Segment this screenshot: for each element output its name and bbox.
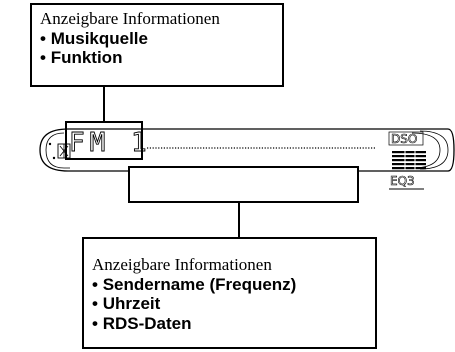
bottom-callout-item-station-name: Sendername (Frequenz)	[92, 275, 369, 295]
top-callout-item-music-source: Musikquelle	[40, 29, 276, 49]
bottom-info-callout: Anzeigbare Informationen Sendername (Fre…	[82, 237, 377, 349]
eq-label: EQ3	[390, 174, 415, 188]
level-meter	[392, 151, 426, 170]
display-inner-left	[45, 132, 70, 169]
text-area-highlight-box	[128, 166, 359, 203]
dso-label: DSO	[391, 132, 417, 146]
dso-indicator-box	[388, 131, 424, 146]
display-inner-right	[411, 132, 441, 169]
top-callout-item-function: Funktion	[40, 48, 276, 68]
indicator-dot	[52, 156, 56, 160]
source-text: FM 1	[69, 128, 152, 158]
indicator-dot	[48, 142, 52, 146]
top-callout-list: Musikquelle Funktion	[40, 29, 276, 68]
bottom-callout-list: Sendername (Frequenz) Uhrzeit RDS-Daten	[92, 275, 369, 334]
top-info-callout: Anzeigbare Informationen Musikquelle Fun…	[30, 3, 284, 87]
bottom-callout-heading: Anzeigbare Informationen	[92, 255, 272, 274]
display-left-cap	[39, 128, 69, 172]
bottom-callout-item-rds-data: RDS-Daten	[92, 314, 369, 334]
display-right-cap	[419, 130, 449, 170]
source-highlight-box	[65, 121, 143, 160]
top-callout-heading: Anzeigbare Informationen	[40, 9, 220, 28]
display-outline	[68, 128, 455, 172]
bottom-callout-item-clock: Uhrzeit	[92, 294, 369, 314]
